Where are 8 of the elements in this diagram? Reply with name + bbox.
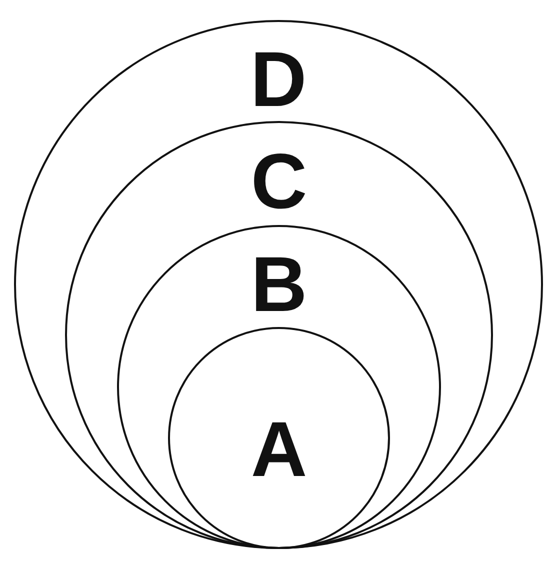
circle-label: C [250, 142, 308, 220]
circle [14, 20, 543, 549]
circle [117, 225, 441, 549]
circle-label: A [250, 410, 308, 488]
circle-label: B [250, 245, 308, 323]
circle-label: D [250, 40, 307, 118]
circle [168, 327, 390, 549]
circle [65, 121, 493, 549]
